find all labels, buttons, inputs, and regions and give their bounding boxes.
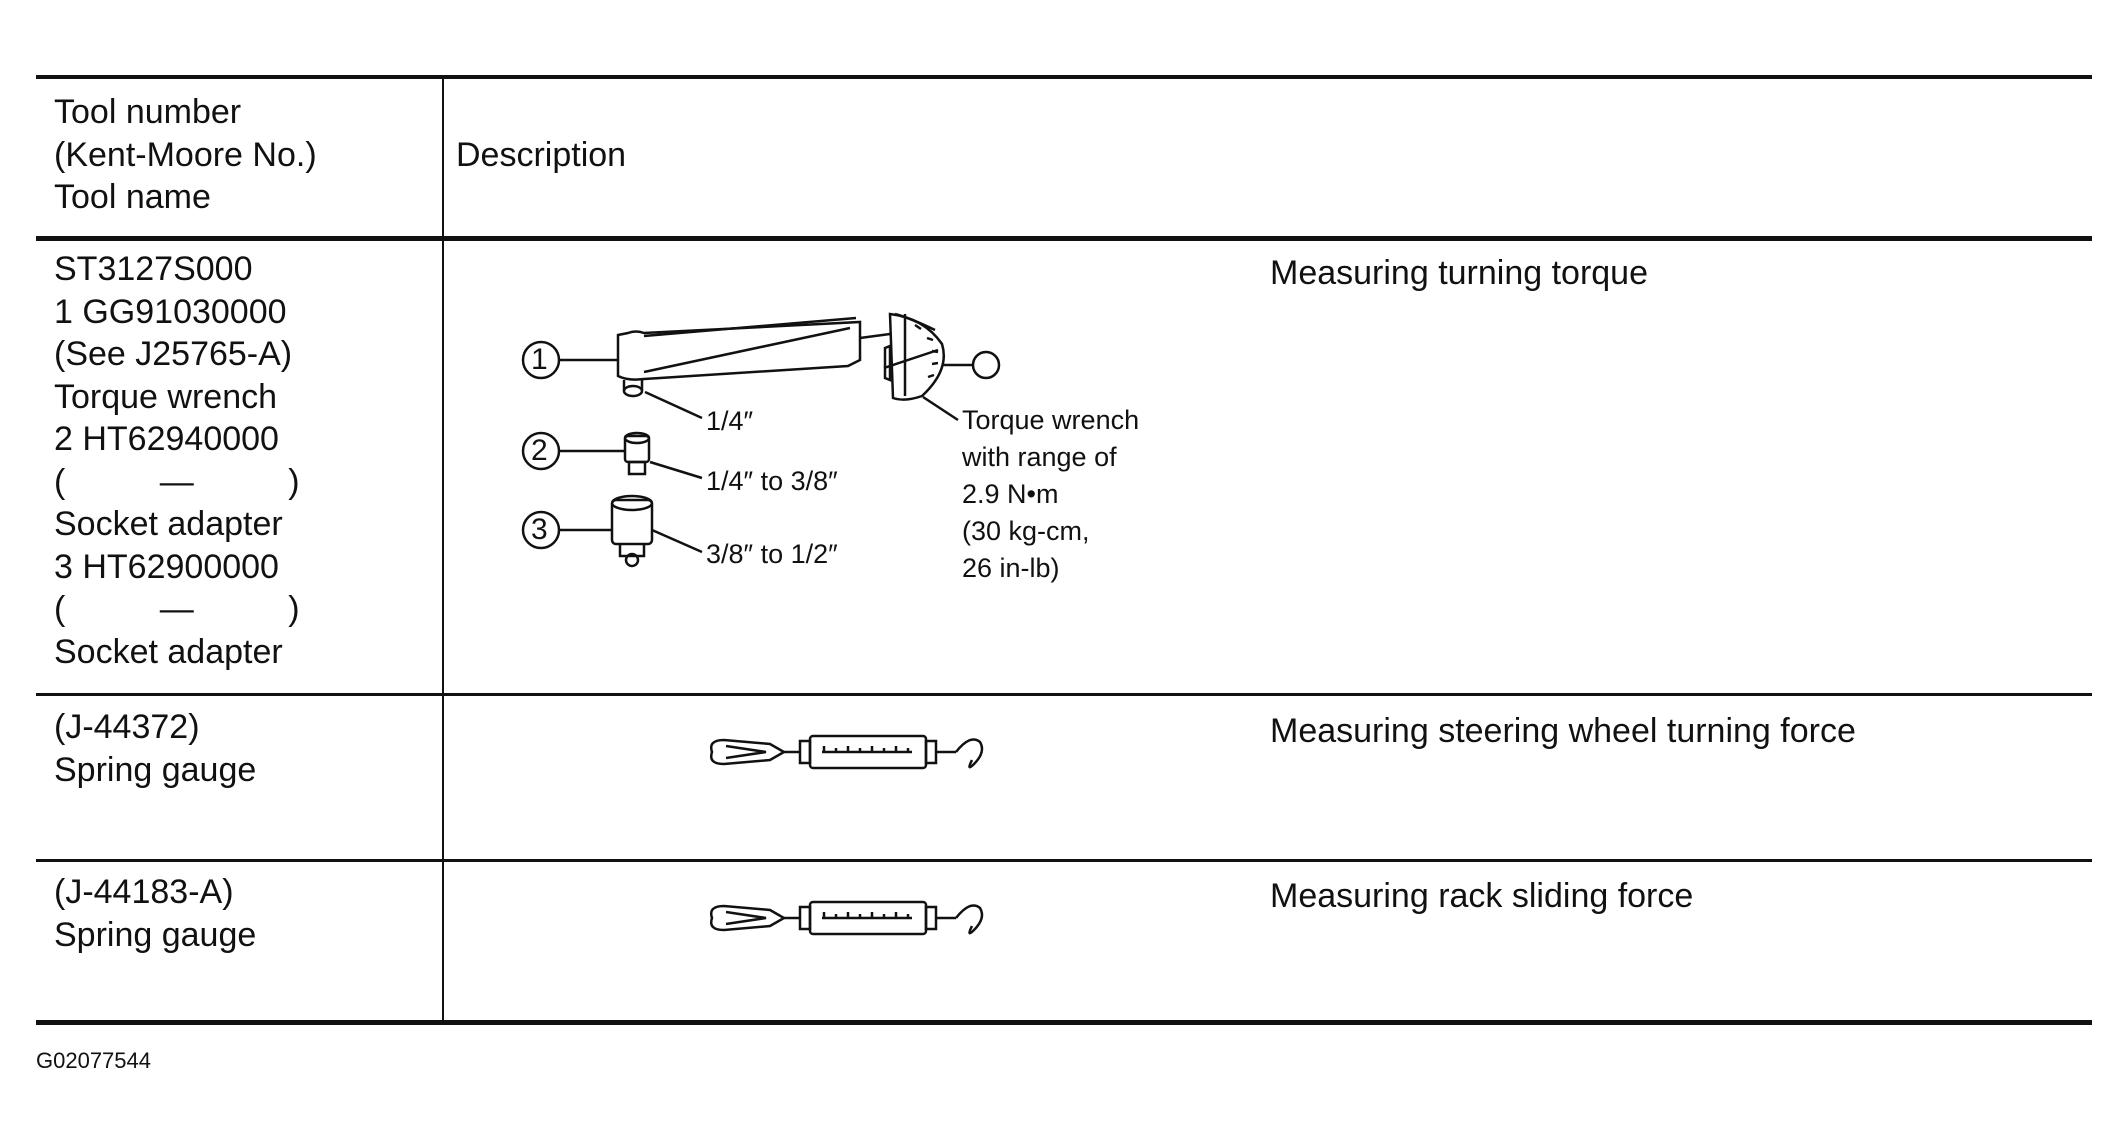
- torque-range-note: Torque wrench with range of 2.9 N•m (30 …: [962, 405, 1140, 583]
- row-divider: [36, 859, 2092, 862]
- tool-cell-spring-gauge: (J-44183-A) Spring gauge: [54, 873, 257, 954]
- callout-number-2: 2: [531, 434, 548, 467]
- size-label-quarter-to-three-eighths: 1/4″ to 3/8″: [706, 466, 838, 496]
- table-top-rule: [36, 75, 2092, 79]
- size-label-quarter-inch: 1/4″: [706, 406, 754, 436]
- header-description: Description: [456, 136, 627, 174]
- row-divider: [36, 693, 2092, 696]
- description-text: Measuring rack sliding force: [1270, 877, 1694, 915]
- header-bottom-rule: [36, 236, 2092, 241]
- tool-cell-torque-wrench: ST3127S000 1 GG91030000 (See J25765-A) T…: [54, 250, 300, 671]
- column-divider: [442, 79, 444, 1020]
- callout-number-3: 3: [531, 513, 548, 546]
- header-tool-number: Tool number (Kent-Moore No.) Tool name: [54, 93, 317, 216]
- figure-code: G02077544: [36, 1048, 151, 1073]
- tool-cell-spring-gauge: (J-44372) Spring gauge: [54, 708, 257, 789]
- description-text: Measuring turning torque: [1270, 254, 1649, 292]
- table-bottom-rule: [36, 1020, 2092, 1025]
- description-text: Measuring steering wheel turning force: [1270, 712, 1856, 750]
- callout-number-1: 1: [531, 343, 548, 376]
- size-label-three-eighths-to-half: 3/8″ to 1/2″: [706, 539, 838, 569]
